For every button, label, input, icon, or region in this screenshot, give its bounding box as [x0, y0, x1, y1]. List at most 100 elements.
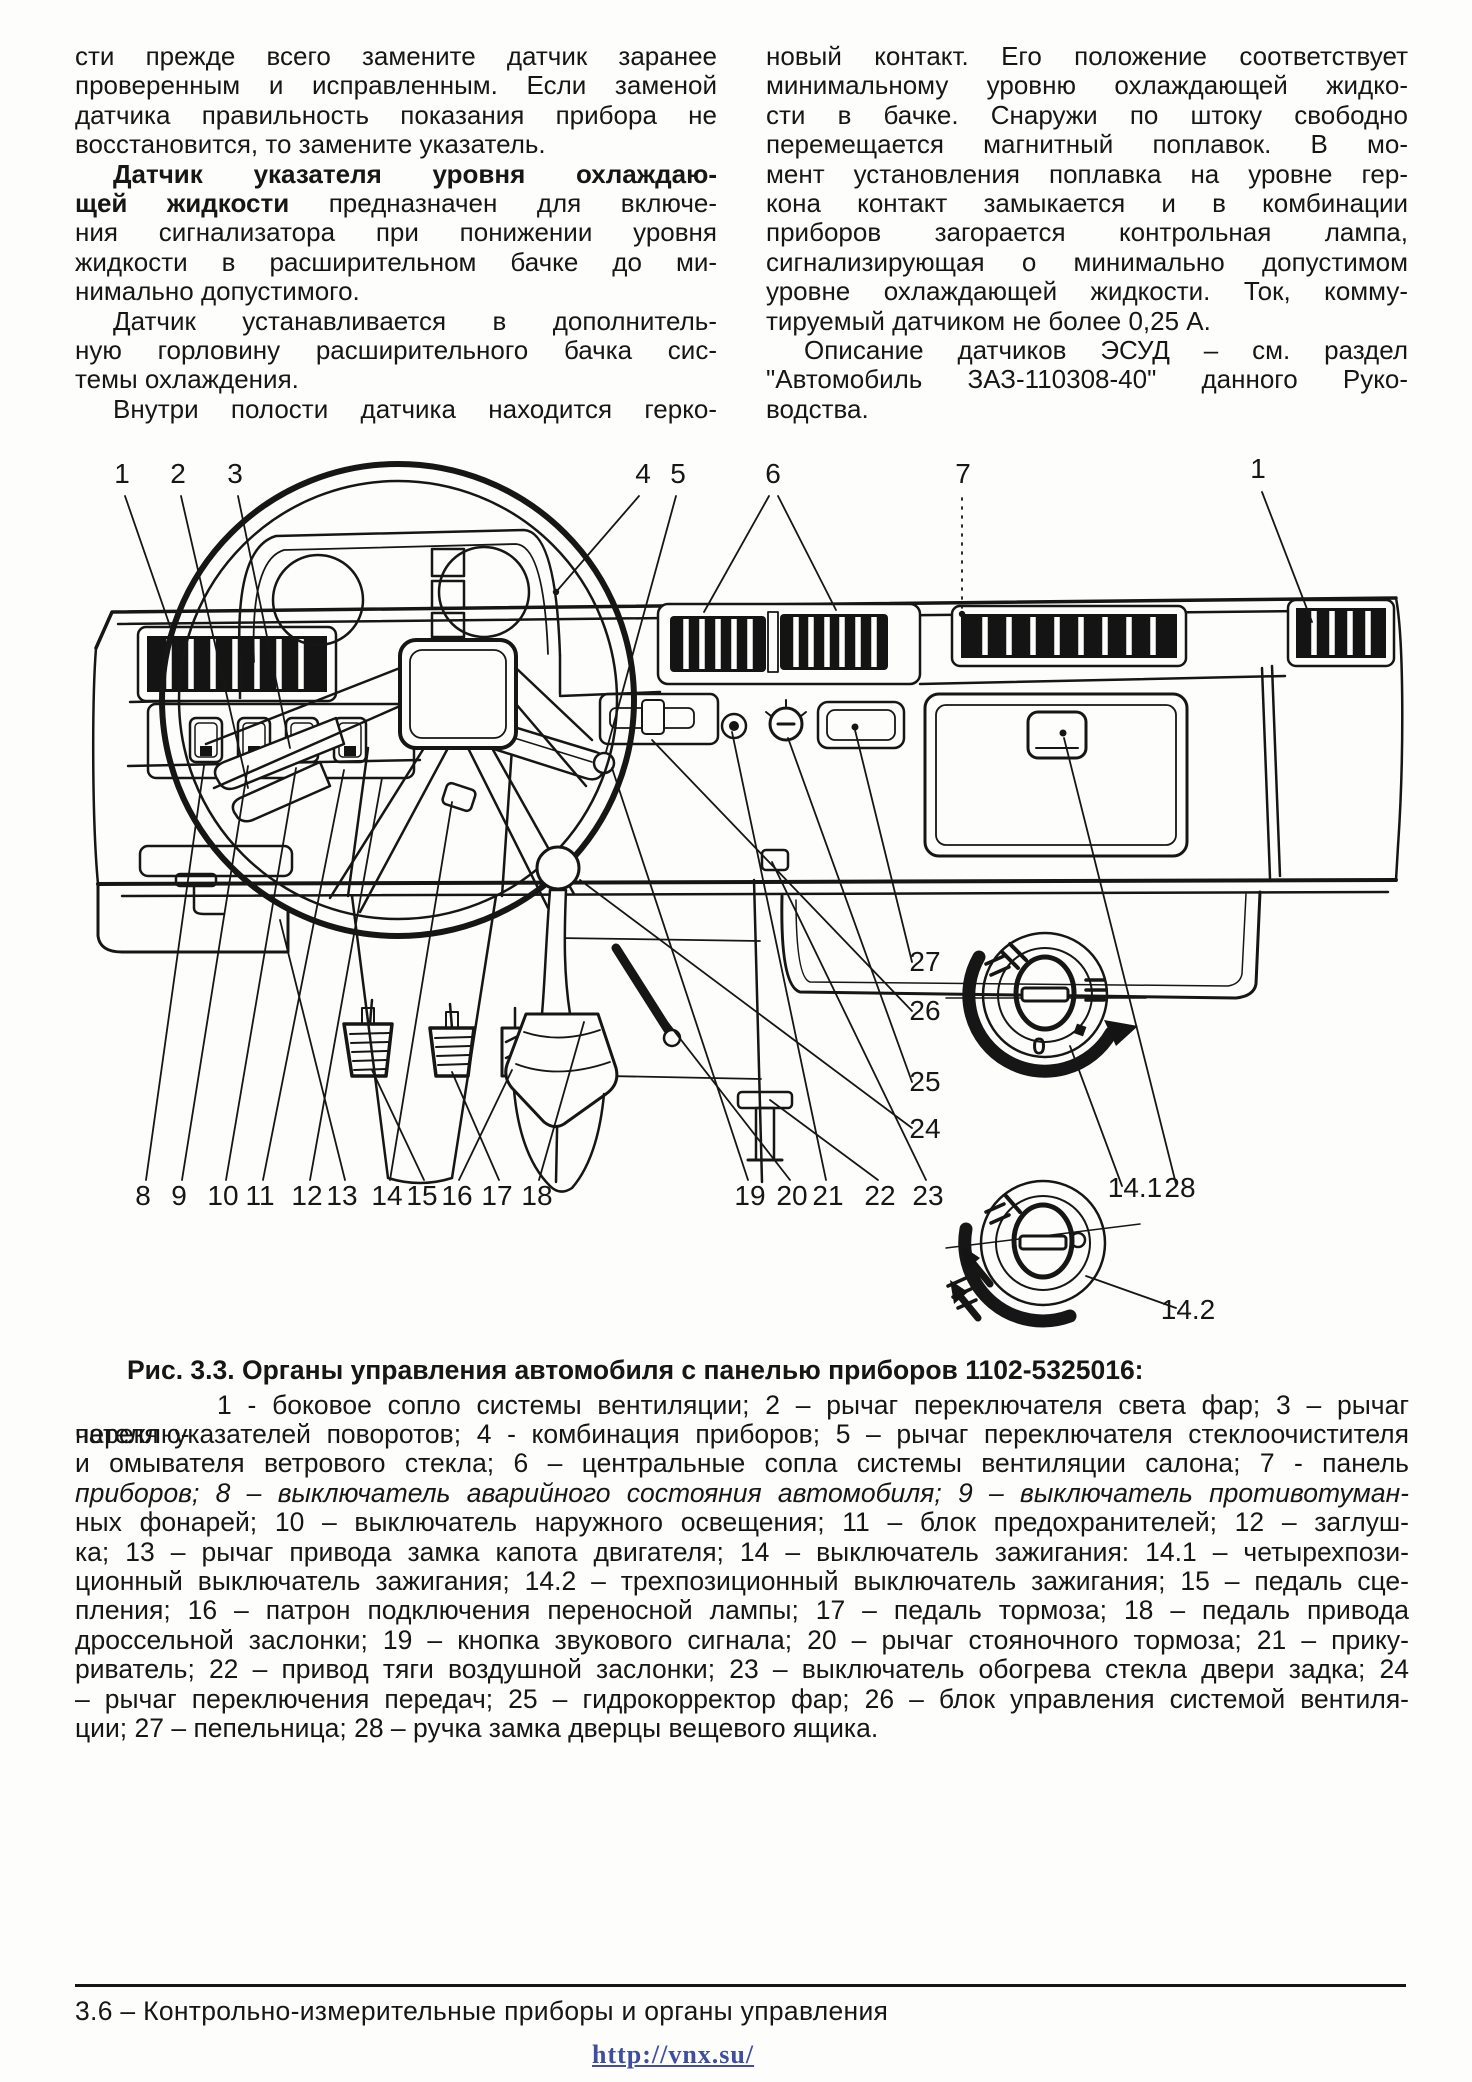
text-line: темы охлаждения. [75, 364, 299, 395]
glovebox-handle [1026, 710, 1088, 760]
callout-label: 6 [765, 458, 781, 489]
callout-label: 12 [291, 1180, 322, 1211]
callout-leader-line [649, 999, 791, 1181]
callout-label: 17 [481, 1180, 512, 1211]
text-line: уровне охлаждающей жидкости. Ток, комму- [766, 276, 1408, 307]
text-line: проверенным и исправленным. Если заменой [75, 70, 717, 101]
figure-caption: Рис. 3.3. Органы управления автомобиля с… [75, 1355, 1409, 1743]
callout-label: 20 [776, 1180, 807, 1211]
text-line: нимально допустимого. [75, 276, 360, 307]
brake-pedal [428, 1011, 476, 1078]
callout-label: 19 [734, 1180, 765, 1211]
callout-label: 7 [955, 458, 971, 489]
callout-label: 13 [326, 1180, 357, 1211]
heater-control-panel [598, 692, 720, 746]
callout-leader-line [180, 495, 249, 789]
callout-leader-line [451, 1071, 500, 1181]
instrument-cluster [238, 528, 562, 700]
choke-knob [736, 1090, 794, 1162]
callout-label: 21 [812, 1180, 843, 1211]
text-line: дроссельной заслонки; 19 – кнопка звуков… [75, 1624, 1409, 1655]
callout-label: 18 [521, 1180, 552, 1211]
callout-label: 14.2 [1161, 1294, 1216, 1325]
light-switch-stalk [231, 760, 332, 823]
callout-leader-line [611, 767, 749, 1181]
figure-caption-title: Рис. 3.3. Органы управления автомобиля с… [127, 1355, 1144, 1385]
footer-section-title: 3.6 – Контрольно-измерительные приборы и… [75, 1996, 889, 2026]
callout-label: 1 [1250, 453, 1266, 484]
callout-label: 25 [909, 1066, 940, 1097]
callout-leader-line [787, 737, 913, 1083]
body-text-right-column: новый контакт. Его положение соответству… [766, 41, 1408, 424]
ignition-switch [441, 781, 477, 813]
callout-leader-line [371, 1069, 425, 1181]
callout-leader-line [538, 1021, 585, 1181]
text-line: водства. [766, 393, 869, 424]
text-line: ния сигнализатора при понижении уровня [75, 217, 717, 248]
hood-release-area [138, 844, 294, 916]
text-line: ка; 13 – рычаг привода замка капота двиг… [75, 1536, 1409, 1567]
cigarette-lighter [720, 712, 748, 740]
callout-label: 22 [864, 1180, 895, 1211]
callout-leader-line [389, 801, 453, 1181]
callout-leader-line [651, 739, 913, 1012]
text-line: сти прежде всего замените датчик заранее [75, 41, 717, 71]
callout-leader-line [225, 767, 297, 1181]
callout-label: 16 [441, 1180, 472, 1211]
callout-leader-line [771, 861, 927, 1181]
callout-label: 8 [135, 1180, 151, 1211]
gear-knob [535, 845, 581, 891]
callout-leader-line [579, 879, 913, 1129]
text-line: новый контакт. Его положение соответству… [766, 41, 1408, 71]
footer-rule [75, 1984, 1406, 1987]
callout-label: 23 [912, 1180, 943, 1211]
ashtray [816, 700, 906, 750]
text-line: Описание датчиков ЭСУД – см. раздел [804, 334, 1408, 365]
text-line: пления; 16 – патрон подключения переносн… [75, 1595, 1409, 1626]
text-line: 1 - боковое сопло системы вентиляции; 2 … [75, 1389, 1409, 1450]
gear-lever [504, 845, 619, 1193]
text-line: ции; 27 – пепельница; 28 – ручка замка д… [75, 1712, 879, 1743]
handbrake-lever [611, 943, 682, 1048]
text-line: датчика правильность показания прибора н… [75, 99, 717, 130]
headlight-leveler-knob [765, 699, 807, 742]
text-line: сигнализирующая о минимально допустимом [766, 246, 1408, 277]
callout-leader-line [731, 731, 827, 1181]
callout-label: 14 [371, 1180, 402, 1211]
text-line: приборов; 8 – выключатель аварийного сос… [75, 1477, 1409, 1508]
text-line: щей жидкости предназначен для включе- [75, 187, 717, 218]
body-text-left-column: сти прежде всего замените датчик заранее… [75, 41, 717, 424]
text-line: приборов загорается контрольная лампа, [766, 217, 1408, 248]
callout-leader-line [605, 495, 677, 753]
callout-label: 15 [406, 1180, 437, 1211]
text-line: "Автомобиль ЗАЗ-110308-40" данного Руко- [766, 364, 1408, 395]
key-slot [1018, 1234, 1068, 1251]
ignition-switch-4pos-detail: 0 [945, 931, 1147, 1078]
callout-label: 3 [227, 458, 243, 489]
text-line: Датчик указателя уровня охлаждаю- [113, 158, 717, 189]
callout-leader-line [555, 495, 640, 593]
callout-leader-line [854, 729, 913, 963]
right-side-vent-grille [1286, 598, 1396, 668]
callout-label: 14.1 [1108, 1172, 1163, 1203]
steering-hub [398, 638, 518, 750]
callout-end-dot [958, 610, 966, 618]
glovebox [780, 692, 1262, 1000]
callout-leader-line [769, 1099, 879, 1181]
callout-leader-line [237, 495, 291, 749]
right-vent-grille [950, 604, 1188, 668]
callout-label: 1 [114, 458, 130, 489]
callout-leader-line [777, 495, 837, 611]
callout-label: 24 [909, 1113, 940, 1144]
text-line: мент установления поплавка на уровне гер… [766, 158, 1408, 189]
callout-leader-line [1063, 737, 1177, 1185]
text-line: ных фонарей; 10 – выключатель наружного … [75, 1507, 1409, 1538]
callout-leader-line [1069, 1045, 1123, 1187]
callout-end-dot [552, 588, 560, 596]
text-line: чателя указателей поворотов; 4 - комбина… [75, 1418, 1409, 1449]
callout-label: 11 [245, 1180, 274, 1211]
callout-leader-line [145, 765, 205, 1181]
callout-label: 10 [207, 1180, 238, 1211]
ignition-position-zero-label: 0 [1033, 1033, 1046, 1059]
